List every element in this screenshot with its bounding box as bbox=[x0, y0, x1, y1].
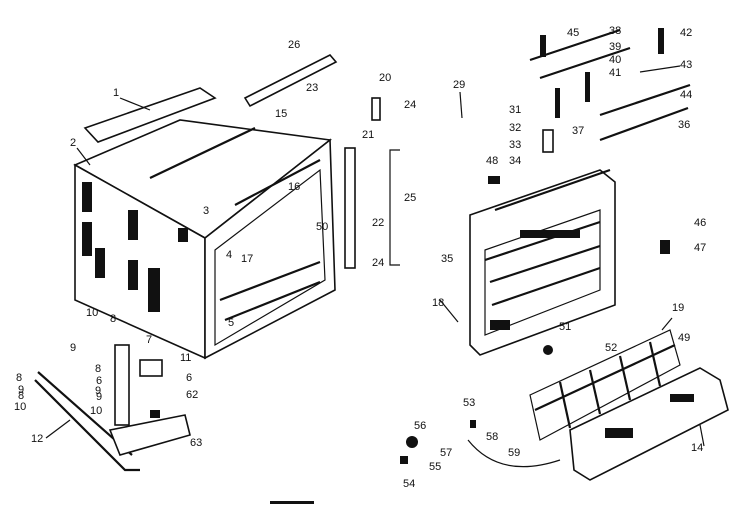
label-9-b: 9 bbox=[95, 385, 101, 397]
label-3: 3 bbox=[203, 205, 209, 217]
label-35: 35 bbox=[441, 253, 453, 265]
label-10-b: 10 bbox=[90, 405, 102, 417]
label-58: 58 bbox=[486, 431, 498, 443]
part-labels: 1 2 3 4 5 6 7 8 9 10 11 12 14 15 16 17 1… bbox=[14, 25, 706, 490]
label-17: 17 bbox=[241, 253, 253, 265]
label-38: 38 bbox=[609, 25, 621, 37]
label-11: 11 bbox=[180, 352, 191, 364]
label-16: 16 bbox=[288, 181, 300, 193]
label-36: 36 bbox=[678, 119, 690, 131]
label-9-c: 9 bbox=[18, 384, 24, 396]
label-14: 14 bbox=[691, 442, 703, 454]
label-24-b: 24 bbox=[372, 257, 384, 269]
label-31: 31 bbox=[509, 104, 521, 116]
label-8: 8 bbox=[110, 313, 116, 325]
label-49: 49 bbox=[678, 332, 690, 344]
label-20: 20 bbox=[379, 72, 391, 84]
label-57: 57 bbox=[440, 447, 452, 459]
label-26: 26 bbox=[288, 39, 300, 51]
label-23: 23 bbox=[306, 82, 318, 94]
label-8-d: 8 bbox=[18, 390, 24, 402]
label-48: 48 bbox=[486, 155, 498, 167]
label-10: 10 bbox=[86, 307, 98, 319]
label-8-c: 8 bbox=[16, 372, 22, 384]
label-53: 53 bbox=[463, 397, 475, 409]
mounting-bracket bbox=[34, 344, 191, 472]
label-59: 59 bbox=[508, 447, 520, 459]
hardware-parts bbox=[400, 176, 670, 468]
label-7: 7 bbox=[146, 334, 152, 346]
label-62: 62 bbox=[186, 389, 198, 401]
label-50: 50 bbox=[316, 221, 328, 233]
side-channel-assembly bbox=[344, 97, 400, 269]
label-18: 18 bbox=[432, 297, 444, 309]
label-8-b: 8 bbox=[95, 363, 101, 375]
label-1: 1 bbox=[113, 87, 119, 99]
label-19: 19 bbox=[672, 302, 684, 314]
label-54: 54 bbox=[403, 478, 415, 490]
label-52: 52 bbox=[605, 342, 617, 354]
label-15: 15 bbox=[275, 108, 287, 120]
cabinet-assembly bbox=[73, 54, 338, 360]
label-6-b: 6 bbox=[96, 375, 102, 387]
label-47: 47 bbox=[694, 242, 706, 254]
label-9: 9 bbox=[70, 342, 76, 354]
label-34: 34 bbox=[509, 155, 521, 167]
leader-lines bbox=[45, 65, 705, 447]
label-29: 29 bbox=[453, 79, 465, 91]
label-10-c: 10 bbox=[14, 401, 26, 413]
scale-bar bbox=[270, 501, 314, 504]
label-45: 45 bbox=[567, 27, 579, 39]
label-2: 2 bbox=[70, 137, 76, 149]
label-21: 21 bbox=[362, 129, 374, 141]
label-51: 51 bbox=[559, 321, 571, 333]
label-44: 44 bbox=[680, 89, 692, 101]
label-5: 5 bbox=[228, 317, 234, 329]
label-22: 22 bbox=[372, 217, 384, 229]
label-63: 63 bbox=[190, 437, 202, 449]
label-37: 37 bbox=[572, 125, 584, 137]
front-cover bbox=[569, 367, 729, 481]
label-41: 41 bbox=[609, 67, 621, 79]
label-25: 25 bbox=[404, 192, 416, 204]
label-39: 39 bbox=[609, 41, 621, 53]
label-55: 55 bbox=[429, 461, 441, 473]
label-42: 42 bbox=[680, 27, 692, 39]
label-9-d: 9 bbox=[96, 391, 102, 403]
front-panel-assembly bbox=[469, 28, 691, 356]
label-43: 43 bbox=[680, 59, 692, 71]
label-56: 56 bbox=[414, 420, 426, 432]
filter-frame bbox=[529, 329, 681, 441]
label-33: 33 bbox=[509, 139, 521, 151]
label-12: 12 bbox=[31, 433, 43, 445]
label-32: 32 bbox=[509, 122, 521, 134]
label-40: 40 bbox=[609, 54, 621, 66]
label-4: 4 bbox=[226, 249, 232, 261]
label-24: 24 bbox=[404, 99, 416, 111]
label-6: 6 bbox=[186, 372, 192, 384]
label-46: 46 bbox=[694, 217, 706, 229]
